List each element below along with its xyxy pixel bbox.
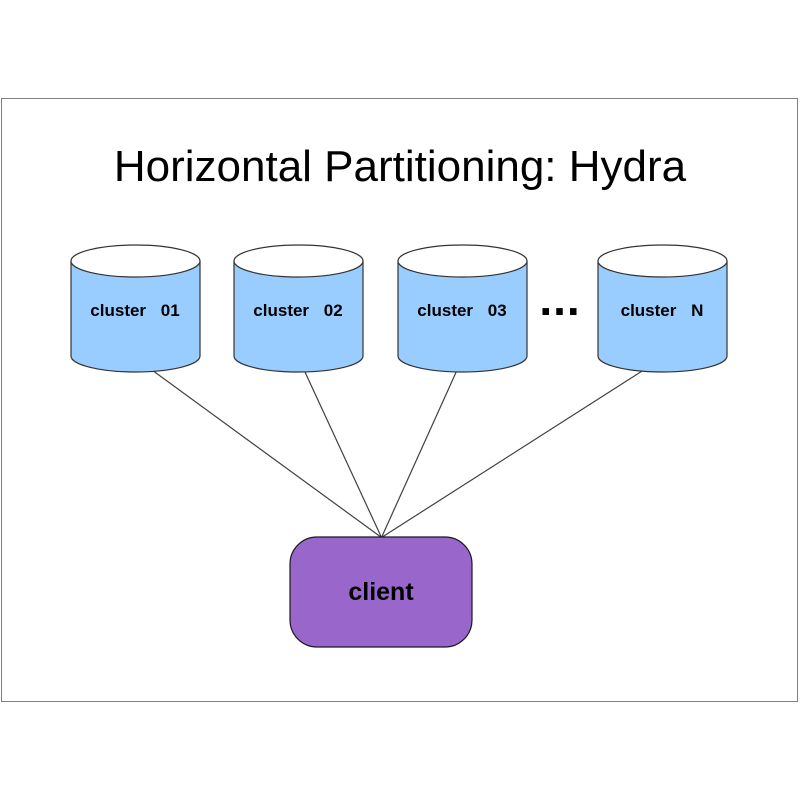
cluster-n-label: cluster N <box>620 301 704 320</box>
connector-line-cluster-01 <box>135 357 382 538</box>
cluster-03-cylinder-icon <box>397 244 528 373</box>
cylinder-body <box>233 260 364 373</box>
connector-lines <box>135 357 663 539</box>
cluster-01-cylinder-icon <box>70 244 201 373</box>
cluster-03-label: cluster 03 <box>417 301 507 320</box>
cylinder-body <box>597 260 728 373</box>
cylinder-body <box>70 260 201 373</box>
connector-line-cluster-n <box>381 357 663 539</box>
client-box <box>289 536 473 648</box>
cylinder-top <box>597 244 728 278</box>
cluster-01-label: cluster 01 <box>90 301 180 320</box>
cylinder-top <box>233 244 364 278</box>
connector-line-cluster-03 <box>380 357 464 538</box>
cylinder-top <box>70 244 201 278</box>
cluster-02-cylinder-icon <box>233 244 364 373</box>
connector-line-cluster-02 <box>297 357 383 538</box>
cluster-n-cylinder-icon <box>597 244 728 373</box>
slide-title: Horizontal Partitioning: Hydra <box>113 142 687 191</box>
client-label: client <box>348 577 414 606</box>
cluster-02-label: cluster 02 <box>253 301 343 320</box>
ellipsis-label: ... <box>539 273 581 325</box>
cylinder-top <box>397 244 528 278</box>
cylinder-body <box>397 260 528 373</box>
